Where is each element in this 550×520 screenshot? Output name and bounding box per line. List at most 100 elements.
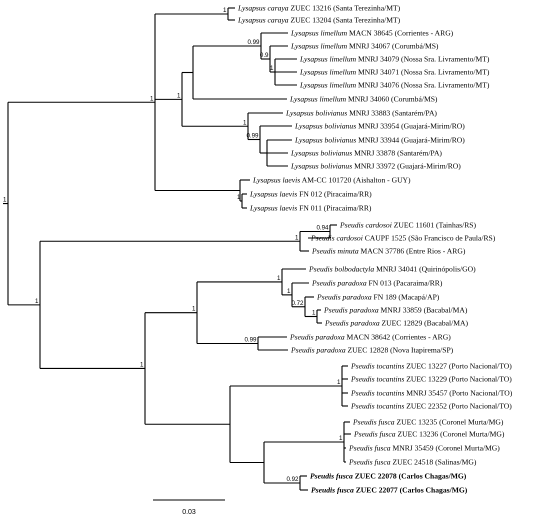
leaf-voucher: MACN 37786 (Entre Rios - ARG) (359, 247, 466, 256)
leaf-label: Lysapsus bolivianus MNRJ 33972 (Guajará-… (290, 162, 461, 171)
leaf-species: Pseudis tocantins (350, 402, 404, 411)
leaf-label: Pseudis paradoxa FN 013 (Pacaraima/RR) (311, 279, 443, 288)
support-value: 0.99 (247, 39, 260, 46)
leaf-voucher: ZUEC 13236 (Coronel Murta/MG) (396, 430, 505, 439)
leaf-label: Lysapsus caraya ZUEC 13204 (Santa Terezi… (237, 16, 401, 25)
leaf-label: Lysapsus limellum MNRJ 34076 (Nossa Sra.… (299, 81, 490, 90)
leaf-label: Lysapsus limellum MACN 38645 (Corrientes… (290, 29, 454, 38)
leaf-label: Pseudis fusca MNRJ 35459 (Coronel Murta/… (348, 444, 500, 453)
leaf-label: Pseudis minuta MACN 37786 (Entre Rios - … (311, 247, 466, 256)
leaf-voucher: ZUEC 13204 (Santa Terezinha/MT) (289, 16, 401, 25)
leaf-label: Pseudis tocantins ZUEC 13229 (Porto Naci… (350, 375, 512, 384)
leaf-label: Lysapsus caraya ZUEC 13216 (Santa Terezi… (237, 4, 401, 13)
leaf-species: Lysapsus bolivianus (294, 122, 356, 131)
leaf-species: Pseudis cardosoi (310, 234, 363, 243)
support-value: 1 (277, 275, 281, 282)
leaf-label: Pseudis cardosoi ZUEC 11601 (Tainhas/RS) (339, 221, 476, 230)
leaf-voucher: ZUEC 13229 (Porto Nacional/TO) (404, 375, 512, 384)
leaf-species: Pseudis fusca (311, 486, 354, 495)
leaf-species: Pseudis paradoxa (290, 346, 346, 355)
leaf-voucher: FN 013 (Pacaraima/RR) (367, 279, 443, 288)
leaf-voucher: MNRJ 33954 (Guajará-Mirim/RO) (356, 122, 465, 131)
support-value: 0.72 (291, 300, 304, 307)
leaf-species: Lysapsus limellum (290, 42, 348, 51)
leaf-label: Pseudis tocantins ZUEC 13227 (Porto Naci… (350, 362, 512, 371)
leaf-label: Lysapsus bolivianus MNRJ 33878 (Santarém… (290, 149, 442, 158)
support-value: 0.99 (246, 133, 259, 140)
leaf-species: Pseudis paradoxa (311, 279, 367, 288)
leaf-voucher: MACN 38642 (Corrientes - ARG) (345, 333, 452, 342)
leaf-label: Pseudis paradoxa FN 189 (Macapá/AP) (316, 293, 440, 302)
leaf-species: Pseudis minuta (311, 247, 359, 256)
leaf-label: Pseudis tocantins MNRJ 35457 (Porto Naci… (350, 389, 513, 398)
leaf-species: Pseudis cardosoi (339, 221, 392, 230)
leaf-label: Pseudis paradoxa ZUEC 12829 (Bacabal/MA) (324, 319, 468, 328)
leaf-voucher: AM-CC 101720 (Aishalton - GUY) (300, 176, 411, 185)
support-value: 1 (312, 310, 316, 317)
leaf-voucher: MNRJ 33859 (Bacabal/MA) (379, 306, 468, 315)
leaf-voucher: ZUEC 12829 (Bacabal/MA) (380, 319, 469, 328)
leaf-species: Pseudis tocantins (350, 375, 404, 384)
leaf-species: Lysapsus limellum (299, 68, 357, 77)
leaf-species: Pseudis fusca (353, 430, 396, 439)
leaf-species: Lysapsus bolivianus (294, 136, 356, 145)
leaf-species: Lysapsus limellum (299, 81, 357, 90)
tree-branches (3, 7, 351, 491)
leaf-label: Lysapsus laevis AM-CC 101720 (Aishalton … (252, 176, 411, 185)
leaf-species: Lysapsus laevis (252, 176, 300, 185)
leaf-label: Pseudis bolbodactyla MNRJ 34041 (Quirinó… (308, 265, 476, 274)
support-value: 0.99 (244, 337, 257, 344)
leaf-voucher: MNRJ 34060 (Corumbá/MS) (346, 95, 438, 104)
leaf-species: Pseudis fusca (352, 418, 395, 427)
leaf-voucher: MNRJ 34076 (Nossa Sra. Livramento/MT) (356, 81, 490, 90)
leaf-species: Lysapsus bolivianus (285, 109, 347, 118)
leaf-species: Lysapsus limellum (290, 29, 348, 38)
leaf-species: Pseudis tocantins (350, 362, 404, 371)
leaf-voucher: ZUEC 22352 (Porto Nacional/TO) (404, 402, 512, 411)
leaf-label: Pseudis fusca ZUEC 13236 (Coronel Murta/… (353, 430, 505, 439)
leaf-species: Lysapsus bolivianus (290, 149, 352, 158)
leaf-label: Lysapsus limellum MNRJ 34071 (Nossa Sra.… (299, 68, 490, 77)
support-value: 1 (287, 288, 291, 295)
leaf-species: Pseudis fusca (348, 444, 391, 453)
leaf-label: Pseudis fusca ZUEC 22077 (Carlos Chagas/… (311, 486, 468, 495)
leaf-voucher: FN 011 (Piracaima/RR) (297, 204, 372, 213)
leaf-voucher: MNRJ 34071 (Nossa Sra. Livramento/MT) (356, 68, 490, 77)
leaf-voucher: MNRJ 35459 (Coronel Murta/MG) (391, 444, 501, 453)
leaf-voucher: FN 012 (Piracaima/RR) (297, 190, 372, 199)
support-value: 1 (177, 92, 181, 99)
support-value: 0.94 (316, 225, 329, 232)
leaf-species: Pseudis paradoxa (316, 293, 372, 302)
support-value: 1 (337, 379, 341, 386)
leaf-label: Lysapsus limellum MNRJ 34067 (Corumbá/MS… (290, 42, 439, 51)
leaf-species: Pseudis paradoxa (323, 306, 379, 315)
leaf-voucher: ZUEC 12828 (Nova Itapirema/SP) (346, 346, 454, 355)
leaf-label: Lysapsus laevis FN 012 (Piracaima/RR) (249, 190, 372, 199)
support-value: 1 (3, 197, 7, 204)
support-value: 1 (35, 298, 39, 305)
leaf-voucher: ZUEC 24518 (Salinas/MG) (391, 458, 477, 467)
leaf-voucher: MACN 38645 (Corrientes - ARG) (347, 29, 454, 38)
support-value: 0.9 (260, 52, 269, 59)
leaf-label: Pseudis fusca ZUEC 24518 (Salinas/MG) (348, 458, 477, 467)
leaf-species: Pseudis tocantins (350, 389, 404, 398)
leaf-label: Lysapsus limellum MNRJ 34060 (Corumbá/MS… (289, 95, 438, 104)
leaf-species: Pseudis paradoxa (289, 333, 345, 342)
leaf-label: Pseudis cardosoi CAUPF 1525 (São Francis… (310, 234, 496, 243)
leaf-voucher: MNRJ 33883 (Santarém/PA) (347, 109, 437, 118)
support-value: 1 (243, 119, 247, 126)
leaf-label: Lysapsus limellum MNRJ 34079 (Nossa Sra.… (299, 55, 490, 64)
leaf-voucher: CAUPF 1525 (São Francisco de Paula/RS) (363, 234, 496, 243)
support-value: 1 (223, 7, 227, 14)
leaf-label: Pseudis fusca ZUEC 13235 (Coronel Murta/… (352, 418, 504, 427)
leaf-voucher: MNRJ 34067 (Corumbá/MS) (347, 42, 439, 51)
leaf-label: Lysapsus bolivianus MNRJ 33944 (Guajará-… (294, 136, 465, 145)
leaf-label: Pseudis paradoxa MACN 38642 (Corrientes … (289, 333, 451, 342)
support-value: 1 (192, 306, 196, 313)
leaf-species: Lysapsus caraya (237, 16, 289, 25)
leaf-species: Pseudis fusca (348, 458, 391, 467)
leaf-voucher: ZUEC 13235 (Coronel Murta/MG) (395, 418, 504, 427)
support-value: 1 (237, 194, 241, 201)
leaf-voucher: MNRJ 33944 (Guajará-Mirim/RO) (356, 136, 465, 145)
